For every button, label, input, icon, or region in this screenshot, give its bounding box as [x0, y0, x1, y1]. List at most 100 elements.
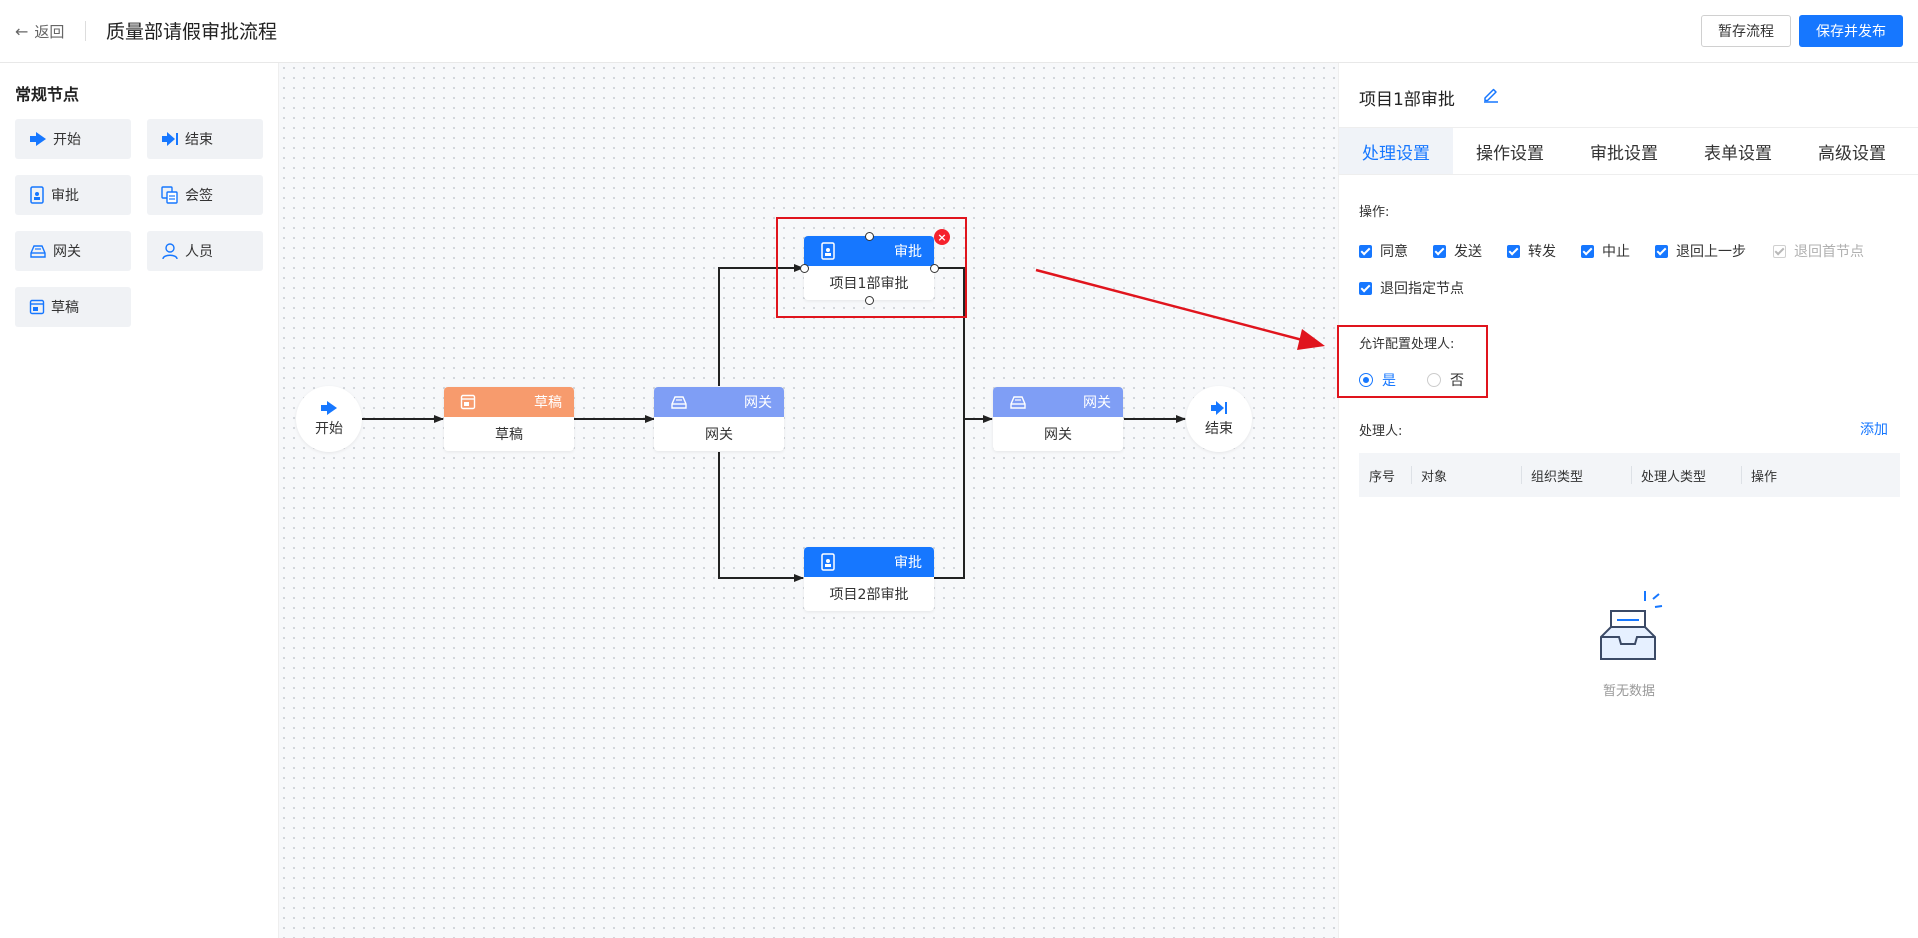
checkbox-return-specified[interactable]: 退回指定节点 — [1359, 278, 1464, 298]
end-arrow-icon — [1211, 401, 1227, 415]
flow-node-end[interactable]: 结束 — [1186, 386, 1252, 452]
th-org-type: 组织类型 — [1521, 453, 1631, 497]
highlight-box-selected-node — [776, 217, 967, 318]
edit-icon[interactable] — [1482, 85, 1500, 103]
back-label: 返回 — [34, 22, 65, 41]
palette-title: 常规节点 — [15, 85, 80, 104]
flow-node-gateway-1[interactable]: 网关 网关 — [654, 387, 784, 451]
flow-node-approval-2[interactable]: 审批 项目2部审批 — [804, 547, 934, 611]
back-button[interactable]: ← 返回 — [15, 20, 64, 42]
checkbox-checked-icon — [1507, 244, 1520, 258]
save-draft-button[interactable]: 暂存流程 — [1701, 15, 1791, 47]
tab-approval-settings[interactable]: 审批设置 — [1590, 143, 1658, 164]
draft-icon — [460, 394, 476, 410]
radio-label: 否 — [1450, 373, 1464, 389]
radio-yes[interactable]: 是 — [1359, 370, 1396, 390]
flow-node-header: 网关 — [654, 387, 784, 417]
tab-form-settings[interactable]: 表单设置 — [1704, 143, 1772, 164]
palette-item-label: 审批 — [51, 188, 79, 204]
header-divider — [85, 21, 86, 41]
connect-handle-right[interactable] — [930, 264, 939, 273]
radio-selected-icon — [1359, 373, 1373, 387]
palette-item-end[interactable]: 结束 — [147, 119, 263, 159]
gateway-icon — [1010, 396, 1026, 409]
save-publish-button[interactable]: 保存并发布 — [1799, 15, 1903, 47]
palette-item-label: 开始 — [53, 132, 81, 148]
flow-node-type: 网关 — [1083, 395, 1111, 411]
annotation-arrow-icon — [1035, 268, 1325, 350]
operations-label: 操作: — [1359, 205, 1390, 220]
flow-node-name: 草稿 — [495, 427, 523, 443]
edge-approval2-merge — [934, 419, 965, 579]
checkbox-return-previous[interactable]: 退回上一步 — [1655, 241, 1746, 261]
node-title: 项目1部审批 — [1359, 90, 1455, 110]
properties-panel: 项目1部审批 处理设置 操作设置 审批设置 表单设置 高级设置 操作: 同意 发… — [1337, 63, 1918, 938]
radio-no[interactable]: 否 — [1427, 370, 1464, 390]
flow-edges — [362, 264, 1186, 582]
checkbox-label: 同意 — [1380, 244, 1408, 260]
checkbox-checked-icon — [1359, 281, 1372, 295]
flow-node-end-label: 结束 — [1205, 421, 1233, 437]
draft-icon — [29, 299, 45, 315]
approval-doc-icon — [821, 553, 835, 571]
checkbox-checked-icon — [1773, 244, 1786, 258]
checkbox-label: 发送 — [1454, 244, 1482, 260]
add-handler-link[interactable]: 添加 — [1860, 422, 1888, 438]
palette-item-draft[interactable]: 草稿 — [15, 287, 131, 327]
flow-node-header: 审批 — [804, 547, 934, 577]
start-arrow-icon — [321, 401, 337, 415]
palette-item-countersign[interactable]: 会签 — [147, 175, 263, 215]
checkbox-send[interactable]: 发送 — [1433, 241, 1482, 261]
flow-node-type: 审批 — [894, 555, 922, 571]
handler-table-header: 序号 对象 组织类型 处理人类型 操作 — [1359, 453, 1900, 497]
th-seq: 序号 — [1369, 469, 1396, 485]
checkbox-label: 中止 — [1602, 244, 1630, 260]
connect-handle-left[interactable] — [800, 264, 809, 273]
handler-label: 处理人: — [1359, 424, 1403, 439]
checkbox-agree[interactable]: 同意 — [1359, 241, 1408, 261]
top-header: ← 返回 质量部请假审批流程 暂存流程 保存并发布 — [0, 0, 1918, 63]
approval-doc-icon — [821, 242, 835, 260]
checkbox-label: 退回上一步 — [1676, 244, 1746, 260]
page-title: 质量部请假审批流程 — [106, 21, 278, 43]
flow-node-type: 网关 — [744, 395, 772, 411]
checkbox-label: 退回指定节点 — [1380, 281, 1464, 297]
flow-node-approval-1[interactable]: 审批 项目1部审批 — [804, 236, 934, 300]
flow-node-draft[interactable]: 草稿 草稿 — [444, 387, 574, 451]
palette-item-gateway[interactable]: 网关 — [15, 231, 131, 271]
tab-process-settings[interactable]: 处理设置 — [1339, 128, 1453, 174]
delete-node-icon[interactable]: × — [934, 229, 950, 245]
checkbox-checked-icon — [1581, 244, 1594, 258]
palette-item-start[interactable]: 开始 — [15, 119, 131, 159]
flow-node-name: 项目1部审批 — [829, 276, 909, 292]
palette-item-label: 网关 — [53, 244, 81, 260]
palette-item-approval[interactable]: 审批 — [15, 175, 131, 215]
empty-state-text: 暂无数据 — [1602, 684, 1655, 699]
flow-node-start[interactable]: 开始 — [296, 386, 362, 452]
connect-handle-bottom[interactable] — [865, 296, 874, 305]
tab-advanced-settings[interactable]: 高级设置 — [1818, 143, 1886, 164]
flow-node-name: 网关 — [705, 427, 733, 443]
palette-item-person[interactable]: 人员 — [147, 231, 263, 271]
allow-config-label: 允许配置处理人: — [1359, 337, 1455, 352]
flow-node-gateway-2[interactable]: 网关 网关 — [993, 387, 1123, 451]
flow-node-name: 网关 — [1044, 427, 1072, 443]
flow-node-name: 项目2部审批 — [829, 587, 909, 603]
start-arrow-icon — [30, 132, 46, 146]
checkbox-checked-icon — [1655, 244, 1668, 258]
connect-handle-top[interactable] — [865, 232, 874, 241]
settings-tabs: 处理设置 操作设置 审批设置 表单设置 高级设置 — [1339, 127, 1918, 175]
palette-item-label: 人员 — [185, 244, 213, 260]
th-handler-type: 处理人类型 — [1631, 453, 1741, 497]
flow-canvas[interactable]: 开始 草稿 草稿 网关 网关 — [279, 63, 1338, 938]
tab-operation-settings[interactable]: 操作设置 — [1476, 143, 1544, 164]
checkbox-abort[interactable]: 中止 — [1581, 241, 1630, 261]
edge-approval1-merge — [934, 267, 965, 419]
checkbox-label: 转发 — [1528, 244, 1556, 260]
empty-inbox-icon — [1600, 591, 1663, 660]
radio-unselected-icon — [1427, 373, 1441, 387]
checkbox-forward[interactable]: 转发 — [1507, 241, 1556, 261]
end-arrow-icon — [162, 132, 178, 146]
th-actions: 操作 — [1741, 453, 1900, 497]
flow-node-type: 草稿 — [534, 395, 562, 411]
